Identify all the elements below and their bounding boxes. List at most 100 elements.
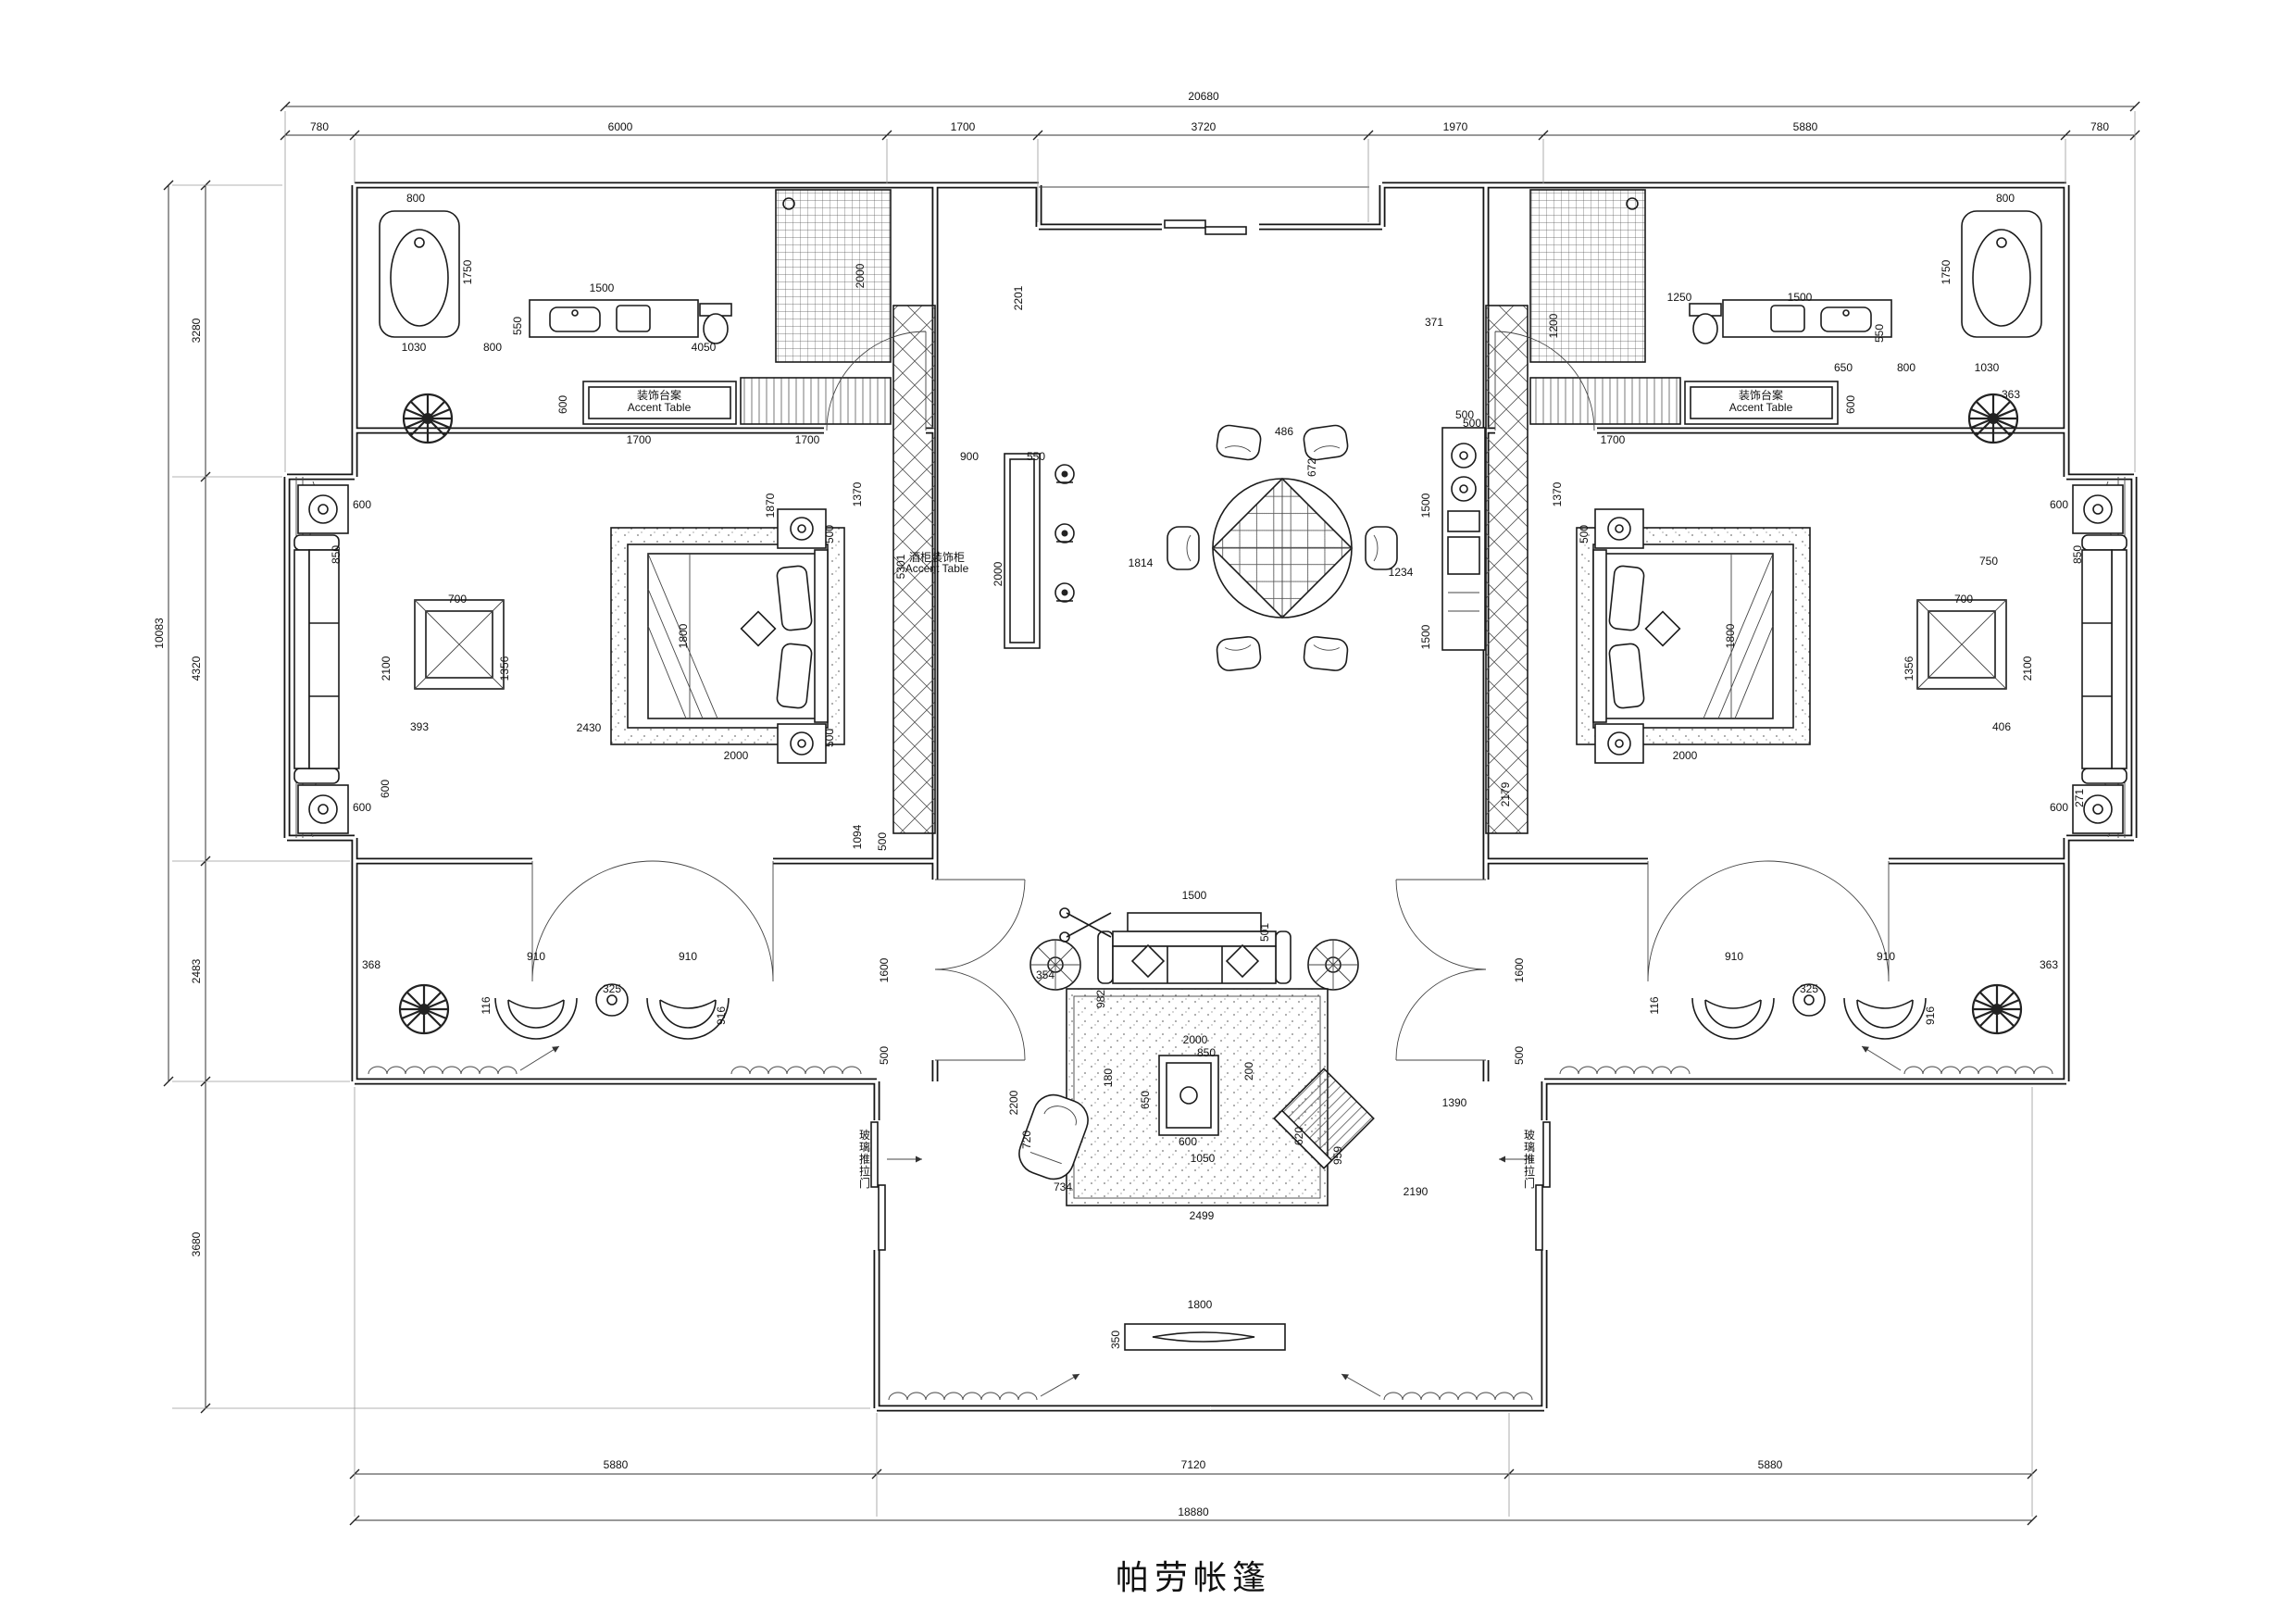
dim-label: 720: [1020, 1131, 1033, 1149]
dim-label: 700: [1954, 593, 1973, 606]
dim-label: 800: [1996, 192, 2015, 205]
dim-label: 1500: [1419, 493, 1432, 518]
dim-label: 500: [1578, 525, 1591, 543]
dim-label: 1390: [1442, 1096, 1467, 1109]
dim-label: 650: [1139, 1091, 1152, 1109]
dim-label: 734: [1054, 1181, 1072, 1193]
dim-label: 1700: [1601, 433, 1626, 446]
dining-chair-icon: [1167, 526, 1200, 570]
dim-label: 900: [960, 450, 979, 463]
dim-label: 116: [1648, 996, 1661, 1014]
dim-label: 500: [1455, 408, 1474, 421]
dim-label: 1250: [1667, 291, 1692, 304]
dim-label: 910: [527, 950, 545, 963]
dim-label: 1800: [1724, 623, 1737, 648]
living-sofa-icon: [1097, 931, 1292, 984]
accent-table-label: 装饰台案: [1739, 388, 1783, 402]
dim-label: 2201: [1012, 285, 1025, 310]
dim-label: 2430: [577, 721, 602, 734]
dim-label: 650: [1834, 361, 1853, 374]
wine-cabinet-label-en: Accent Table: [905, 562, 969, 575]
dim-label: 1600: [1513, 957, 1526, 982]
dim-label: 501: [1258, 923, 1271, 942]
dim-label: 500: [1513, 1046, 1526, 1065]
dim-label: 1500: [590, 281, 615, 294]
dim-label: 916: [1924, 1006, 1937, 1025]
dim-label: 1600: [878, 957, 891, 982]
dim-label: 271: [2073, 789, 2086, 807]
dim-label: 916: [715, 1006, 728, 1025]
dim-label: 200: [1242, 1062, 1255, 1081]
dim-label: 1234: [1389, 566, 1414, 579]
dim-label: 1356: [498, 656, 511, 681]
accent-table-label-en: Accent Table: [1729, 401, 1793, 414]
bar-unit-icon: [1441, 427, 1486, 651]
dim-label: 600: [2050, 498, 2068, 511]
dim-label: 116: [480, 996, 493, 1014]
lounge-chair-icon: [1018, 1093, 1089, 1181]
dim-label: 600: [353, 498, 371, 511]
dim-label: 1200: [1547, 313, 1560, 338]
dim-label: 1370: [851, 481, 864, 506]
dining-chair-icon: [1215, 423, 1263, 462]
dim-label: 1800: [1188, 1298, 1213, 1311]
sconce-icon: [1054, 523, 1075, 543]
dim-label: 500: [823, 525, 836, 543]
dim-label: 368: [362, 958, 381, 971]
dim-label: 2179: [1499, 781, 1512, 806]
dim-label: 3280: [190, 318, 203, 343]
dining-chair-icon: [1215, 634, 1263, 673]
dim-label: 1750: [461, 259, 474, 284]
accent-table-label-en: Accent Table: [628, 401, 692, 414]
dim-label: 7120: [1181, 1458, 1206, 1471]
right-suite-furniture: [1341, 190, 2127, 1400]
dim-label: 700: [448, 593, 467, 606]
dim-label: 780: [310, 120, 329, 133]
dim-label: 959: [1331, 1146, 1344, 1165]
dining-chair-icon: [1302, 634, 1350, 673]
left-suite-furniture: [294, 190, 1079, 1400]
dim-label: 2200: [1007, 1090, 1020, 1115]
dim-label: 600: [353, 801, 371, 814]
dim-label: 1500: [1788, 291, 1813, 304]
dim-label: 325: [1800, 982, 1818, 995]
dim-label: 6000: [608, 120, 633, 133]
dim-label: 2000: [724, 749, 749, 762]
dim-label: 486: [1275, 425, 1293, 438]
dim-label: 800: [406, 192, 425, 205]
dim-label: 550: [1027, 450, 1045, 463]
dim-label: 500: [876, 832, 889, 851]
dim-label: 3680: [190, 1231, 203, 1256]
dim-label: 363: [2002, 388, 2020, 401]
dim-label: 600: [1179, 1135, 1197, 1148]
sconce-icon: [1054, 464, 1075, 484]
dim-label: 4320: [190, 656, 203, 681]
dim-label: 750: [1979, 555, 1998, 568]
dim-label: 600: [379, 780, 392, 798]
dim-label: 780: [2090, 120, 2109, 133]
dim-label: 4050: [692, 341, 717, 354]
dim-label: 2499: [1190, 1209, 1215, 1222]
dim-label: 550: [511, 317, 524, 335]
dim-label: 800: [483, 341, 502, 354]
sofa-console: [1127, 912, 1262, 932]
dining-set: [1167, 423, 1398, 673]
dim-label: 2000: [992, 561, 1004, 586]
dim-label: 2000: [1183, 1033, 1208, 1046]
living-coffee-table-icon: [1158, 1055, 1219, 1136]
dim-label: 1700: [951, 120, 976, 133]
dim-label: 982: [1094, 990, 1107, 1008]
center-console: [1004, 453, 1075, 649]
dim-label: 1050: [1191, 1152, 1216, 1165]
dim-label: 1814: [1129, 556, 1154, 569]
dim-label: 500: [878, 1046, 891, 1065]
dim-label: 2100: [380, 656, 393, 681]
dim-label: 1700: [795, 433, 820, 446]
dim-label: 406: [1992, 720, 2011, 733]
dim-bottom-total: 18880: [1178, 1505, 1209, 1518]
dim-label: 3720: [1192, 120, 1217, 133]
dim-label: 1700: [627, 433, 652, 446]
dining-chair-icon: [1365, 526, 1398, 570]
